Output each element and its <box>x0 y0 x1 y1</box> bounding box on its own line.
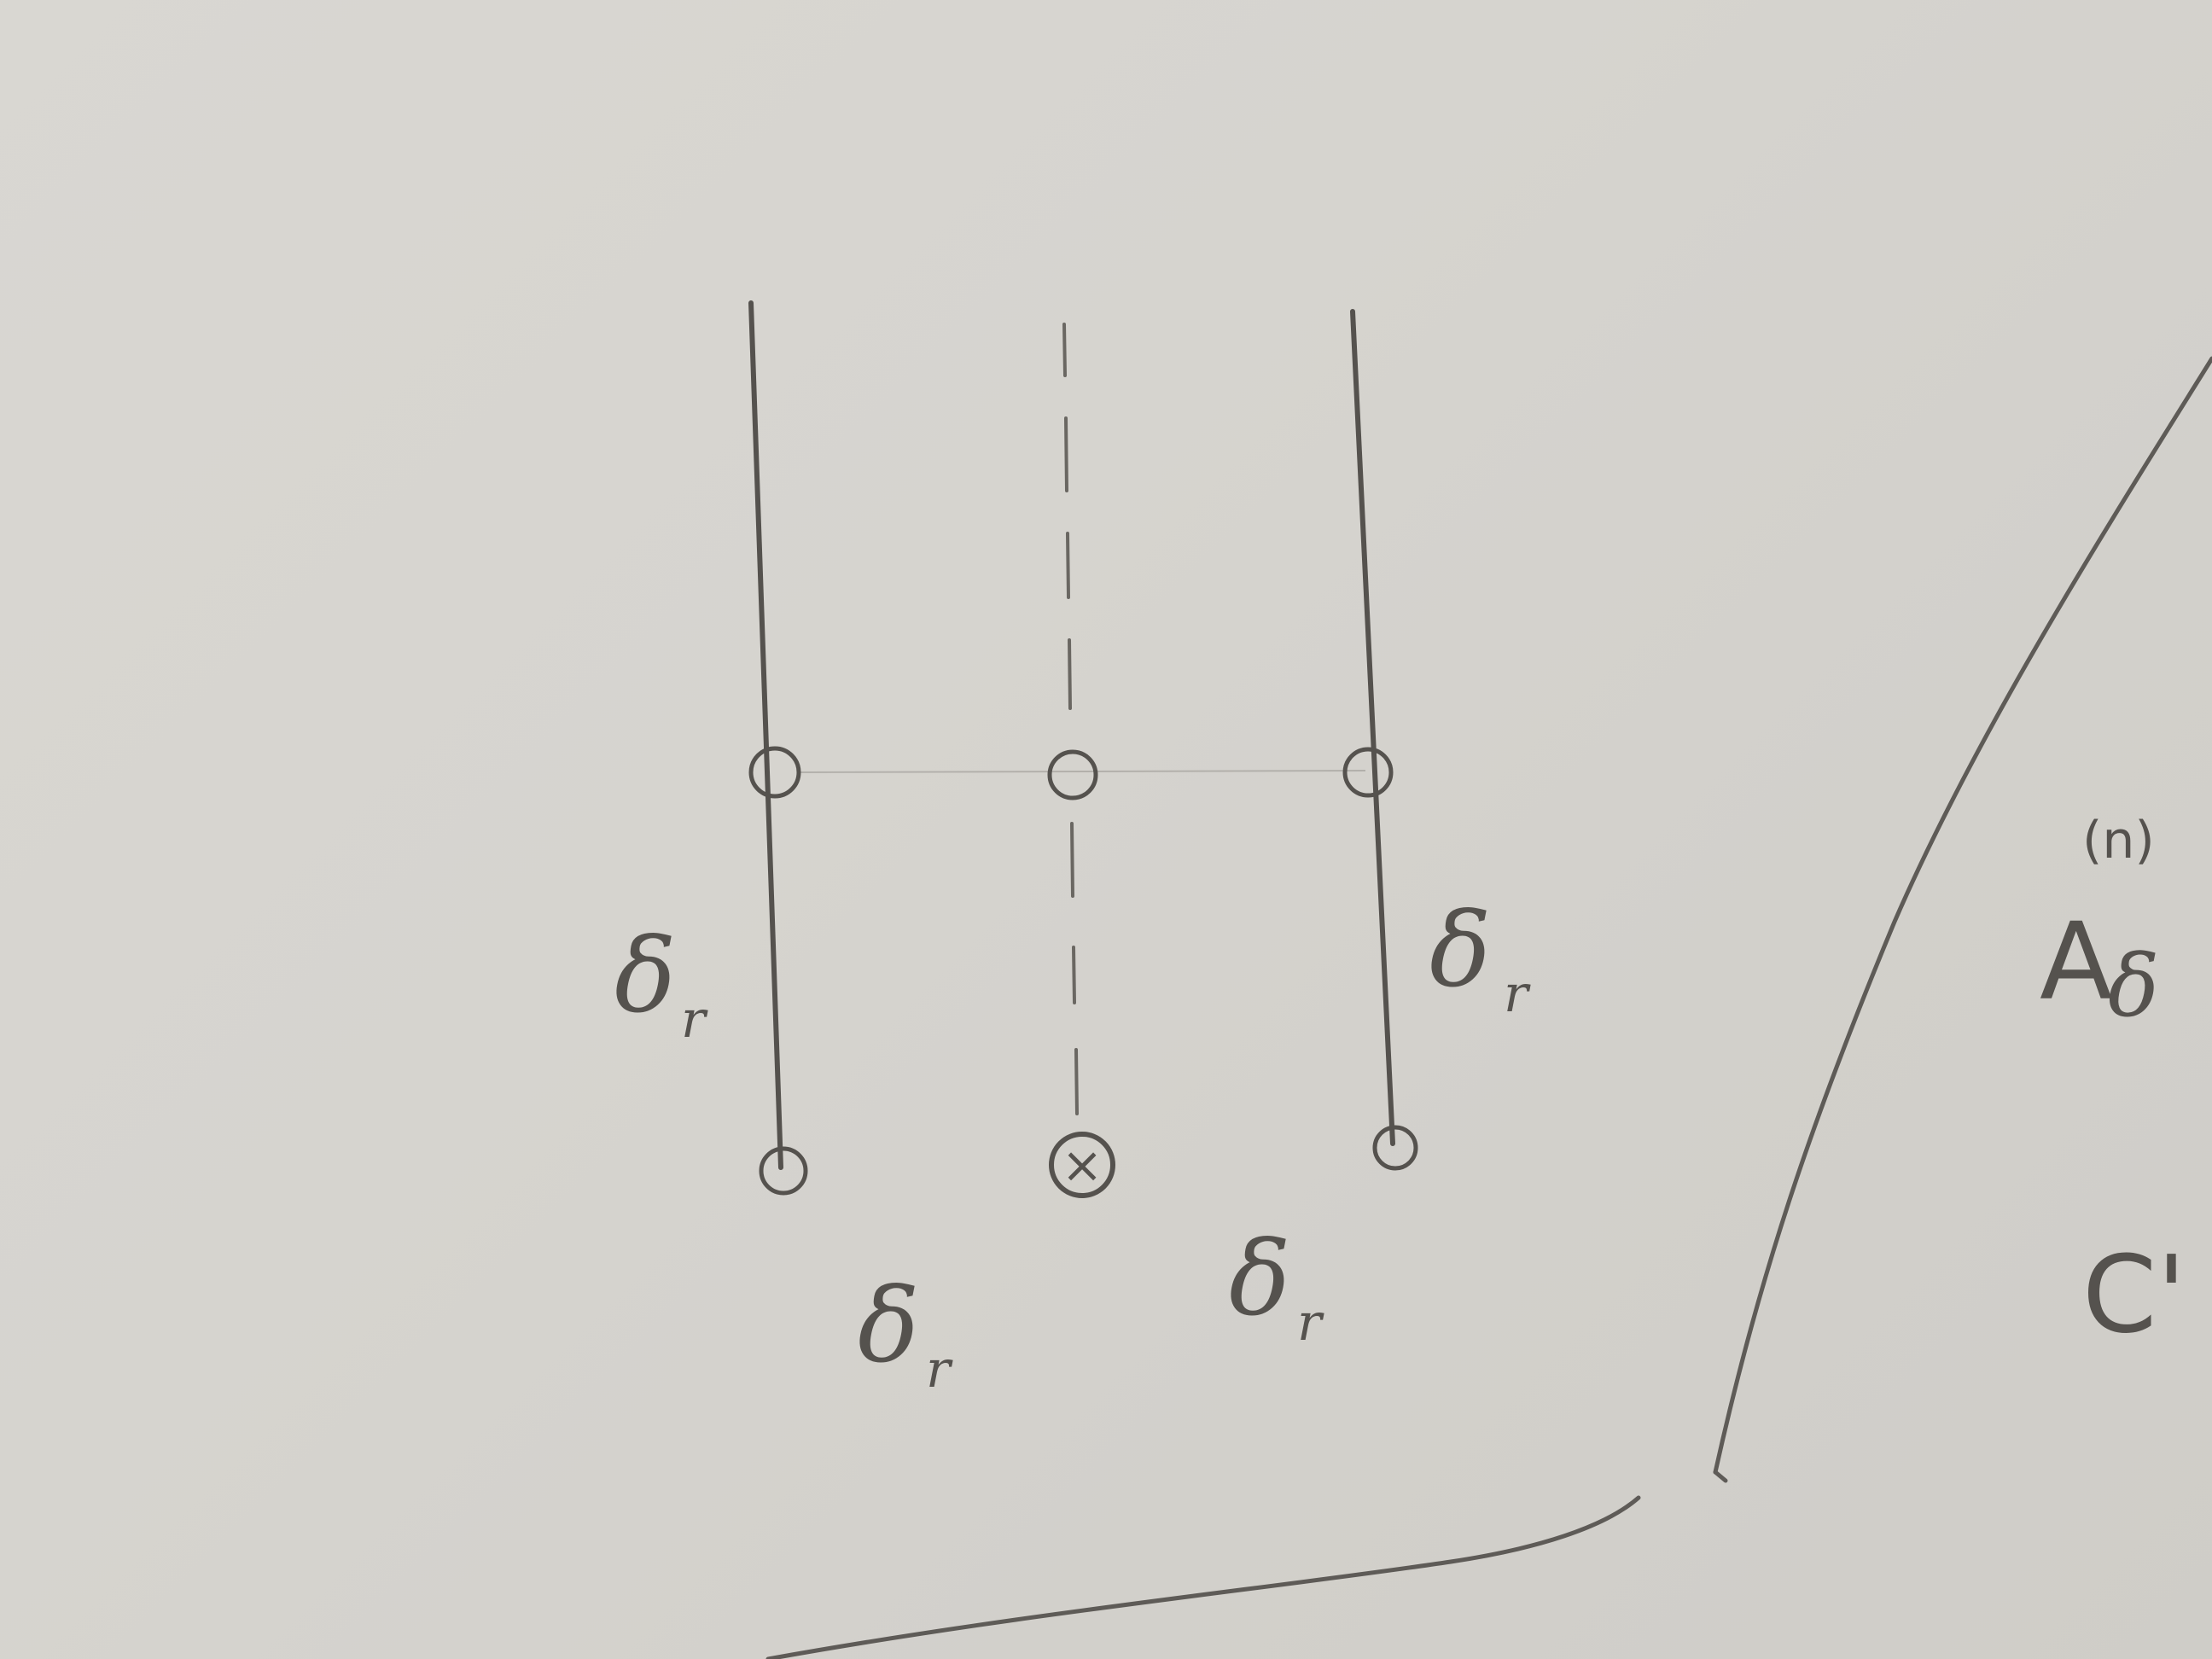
center-top-node <box>1047 749 1098 800</box>
left-top-node <box>748 746 801 799</box>
center-bottom-node <box>1049 1132 1115 1198</box>
boundary-corner-tick <box>1713 1470 1728 1483</box>
delta-sub-bottom-right: r <box>1297 1293 1324 1353</box>
delta-label-left-branch: δ <box>614 917 676 1036</box>
delta-sub-bottom-left: r <box>926 1340 953 1400</box>
right-branch-line <box>1350 309 1395 1146</box>
delta-label-bottom-left: δ <box>858 1267 919 1386</box>
region-a-label: A <box>2040 900 2113 1024</box>
center-dashed-line <box>1062 323 1079 1115</box>
boundary-curve <box>1713 356 2212 1475</box>
right-top-node <box>1342 747 1394 798</box>
delta-label-bottom-right: δ <box>1229 1220 1290 1339</box>
delta-sub-left-branch: r <box>681 990 708 1050</box>
region-a-delta: δ <box>2108 936 2159 1036</box>
delta-sub-right-branch: r <box>1504 964 1531 1024</box>
center-bottom-cross-icon: × <box>1062 1136 1103 1194</box>
right-bottom-node <box>1372 1125 1418 1171</box>
horizontal-connector <box>797 770 1366 773</box>
region-a-superscript: (n) <box>2082 811 2155 870</box>
delta-label-right-branch: δ <box>1429 892 1491 1010</box>
region-c-label: C' <box>2082 1233 2186 1357</box>
bottom-boundary-curve <box>765 1495 1641 1659</box>
left-branch-line <box>748 300 783 1170</box>
left-bottom-node <box>759 1146 808 1196</box>
